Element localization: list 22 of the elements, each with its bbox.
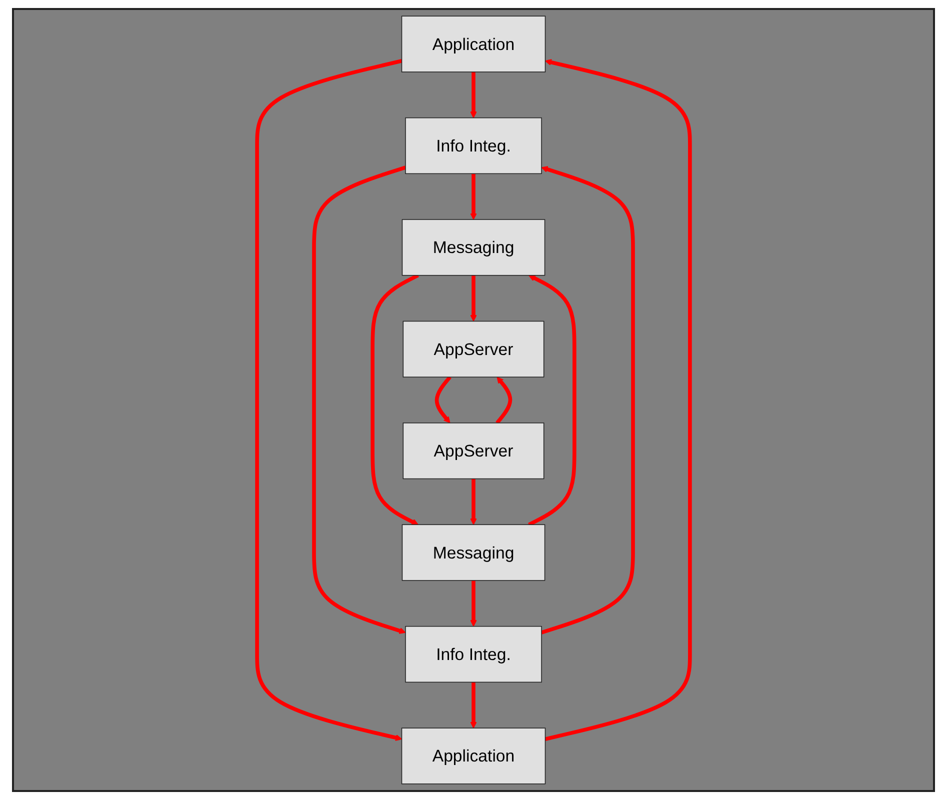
arrow [544,59,692,741]
arrow [496,376,512,424]
arrow [312,166,406,634]
node-box: Messaging [402,524,546,581]
arrow [434,376,452,424]
arrow [528,275,576,526]
arrow [470,682,477,728]
node-box: Messaging [402,219,546,276]
arrow [470,174,477,220]
node-box: Info Integ. [405,117,542,174]
arrow [255,59,402,741]
node-box: Info Integ. [405,626,542,683]
arrow [540,166,635,634]
node-box: Application [401,16,546,72]
node-box: AppServer [402,422,544,480]
arrow [470,478,477,525]
node-box: Application [401,728,546,784]
arrow [370,274,419,525]
arrow [470,72,477,118]
arrow [470,580,477,627]
node-box: AppServer [402,320,544,378]
arrow [470,275,477,322]
